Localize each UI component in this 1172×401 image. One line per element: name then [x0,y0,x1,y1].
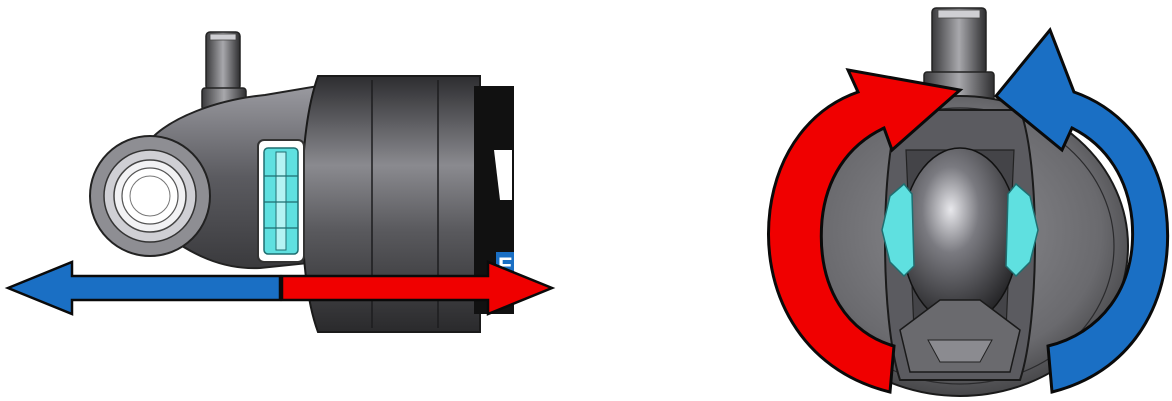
arrow-left-blue [8,262,280,314]
rebound-adjuster [258,140,304,262]
shock-side-view: E [8,32,552,332]
eyelet-bearing [902,148,1018,324]
shock-front-view [769,8,1168,396]
eyelet [90,136,210,256]
